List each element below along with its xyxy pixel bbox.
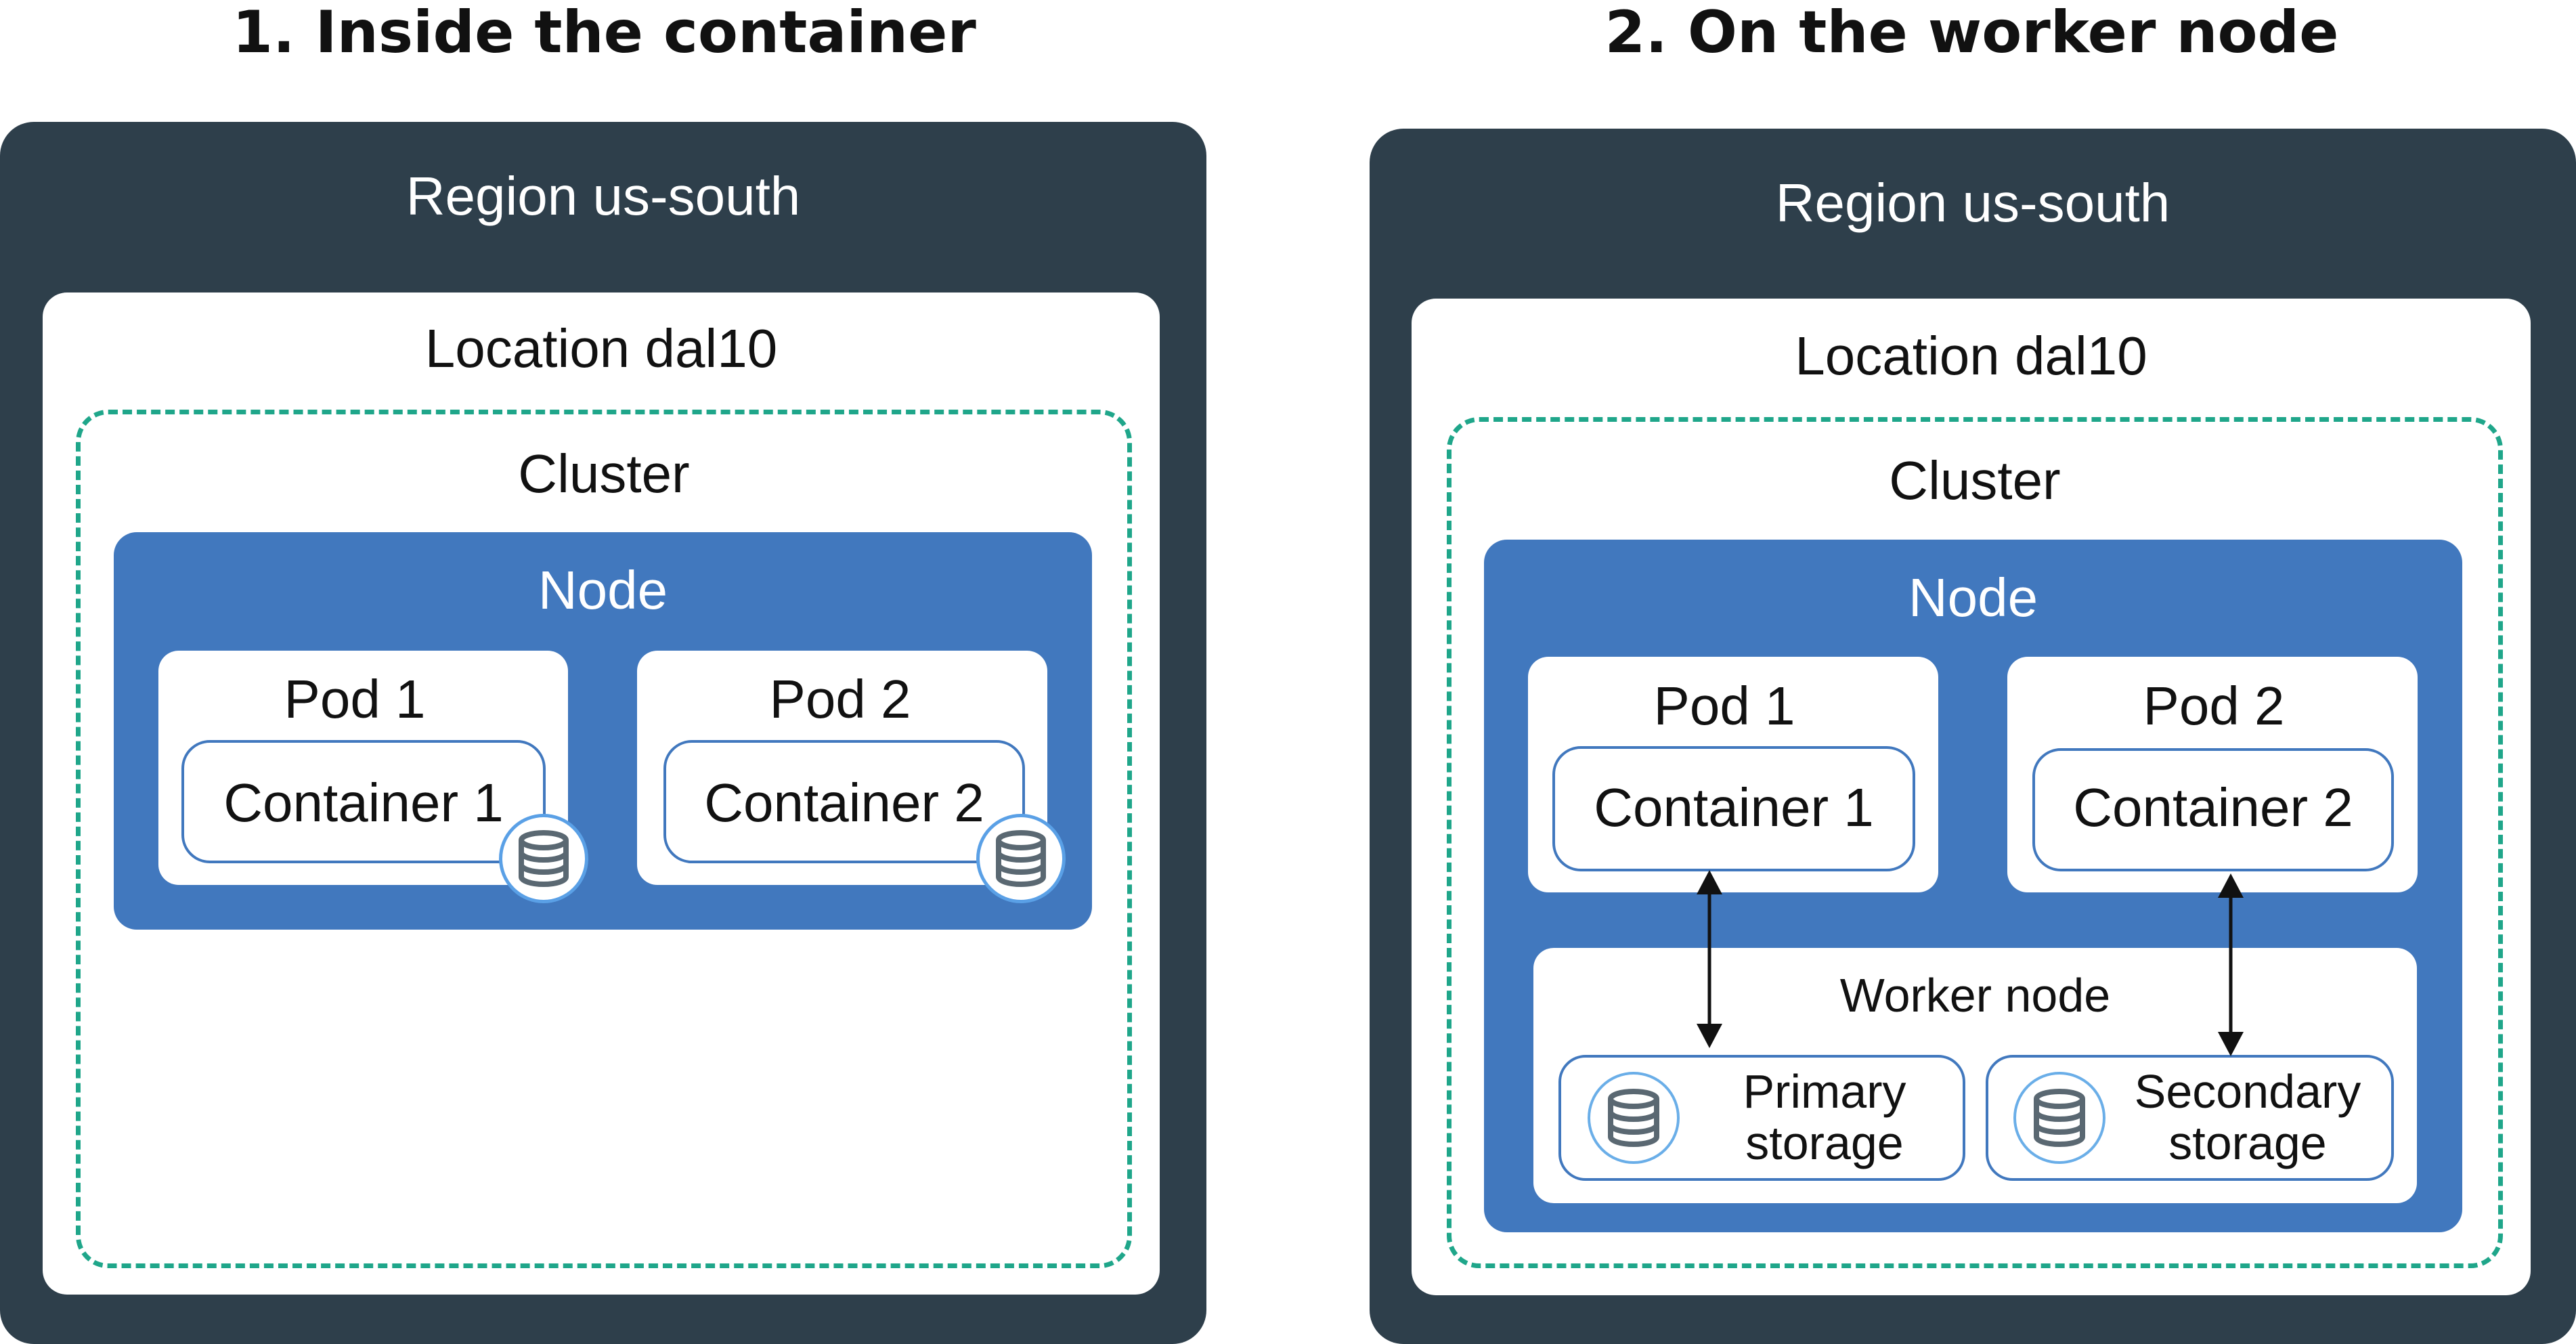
panel-1-cluster-label: Cluster [518, 443, 690, 504]
panel-2-pod-2-label: Pod 2 [2143, 676, 2285, 736]
panel-2-cluster-label: Cluster [1889, 450, 2061, 511]
secondary-storage-label: Secondary storage [2112, 1066, 2383, 1169]
panel-1-heading: 1. Inside the container [232, 0, 976, 66]
secondary-storage-line-2: storage [2168, 1116, 2327, 1169]
panel-1-pod-1-label: Pod 1 [284, 669, 426, 729]
database-icon [976, 814, 1066, 903]
panel-2-container-1-label: Container 1 [1594, 777, 1874, 838]
double-arrow [2218, 873, 2244, 1056]
panel-1-region-label: Region us-south [406, 166, 801, 226]
panel-1-location-label: Location dal10 [424, 318, 778, 378]
double-arrow [1697, 870, 1722, 1048]
panel-2-heading: 2. On the worker node [1604, 0, 2339, 66]
primary-storage-line-1: Primary [1743, 1065, 1906, 1118]
database-icon [499, 814, 588, 903]
panel-1-node-label: Node [538, 560, 668, 620]
panel-2-container-2 [2032, 748, 2394, 871]
panel-1-cluster [76, 410, 1132, 1268]
secondary-storage-line-1: Secondary [2134, 1065, 2361, 1118]
primary-storage-label: Primary storage [1696, 1066, 1953, 1169]
panel-2-cluster [1447, 417, 2503, 1268]
panel-1-container-2 [663, 740, 1025, 863]
panel-2-location-label: Location dal10 [1795, 326, 2147, 386]
primary-storage-line-2: storage [1745, 1116, 1904, 1169]
database-icon [2013, 1072, 2105, 1164]
panel-2-region-label: Region us-south [1775, 173, 2170, 233]
worker-node-label: Worker node [1839, 969, 2111, 1022]
panel-2-container-2-label: Container 2 [2073, 777, 2353, 838]
panel-2-node-label: Node [1908, 567, 2038, 628]
database-icon [1588, 1072, 1680, 1164]
panel-2-container-1 [1552, 746, 1915, 871]
panel-2-pod-1-label: Pod 1 [1653, 676, 1795, 736]
panel-1-container-1-label: Container 1 [223, 773, 504, 833]
panel-1-container-2-label: Container 2 [704, 773, 984, 833]
panel-1-container-1 [181, 740, 546, 863]
panel-1-pod-2-label: Pod 2 [769, 669, 911, 729]
